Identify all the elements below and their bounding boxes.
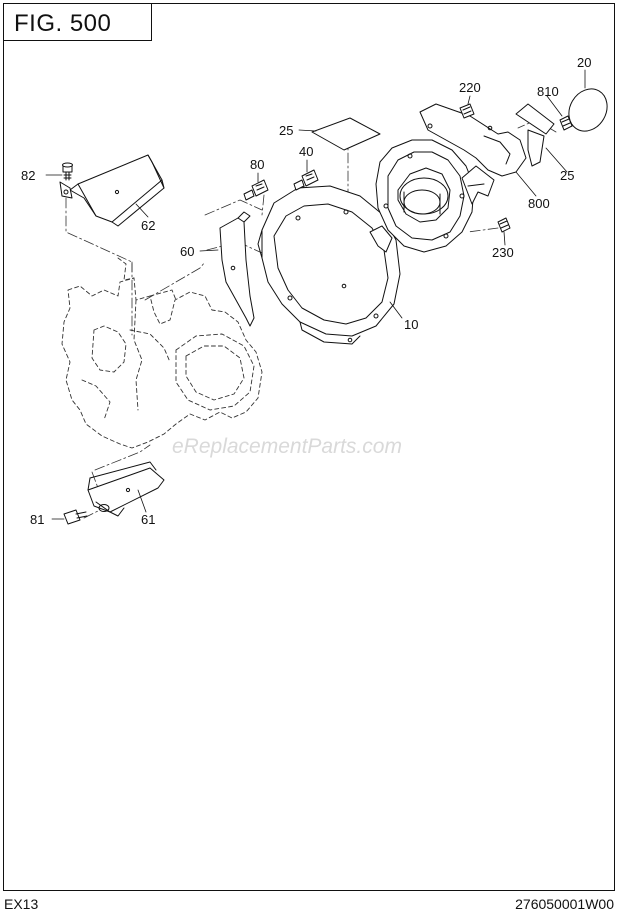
drawing-number: 276050001W00	[515, 896, 614, 912]
recoil-starter-assembly	[375, 103, 527, 253]
part-10-fan-housing	[257, 185, 401, 345]
callout-230: 230	[492, 245, 514, 260]
part-81-bolt	[63, 509, 88, 525]
callout-25-right: 25	[560, 168, 574, 183]
callout-82: 82	[21, 168, 35, 183]
callout-labels: 82 62 60 80 40 25 220 810 20 25 800 230 …	[21, 55, 591, 527]
callout-leader-lines	[45, 69, 586, 520]
part-40-bolt	[293, 169, 319, 191]
callout-80: 80	[250, 157, 264, 172]
figure-title-box: FIG. 500	[3, 3, 152, 41]
callout-61: 61	[141, 512, 155, 527]
callout-10: 10	[404, 317, 418, 332]
part-82-bolt	[62, 162, 73, 181]
callout-62: 62	[141, 218, 155, 233]
callout-81: 81	[30, 512, 44, 527]
watermark-text: eReplacementParts.com	[172, 435, 402, 458]
callout-40: 40	[299, 144, 313, 159]
part-810-bolt	[559, 115, 573, 131]
part-60-side-baffle	[219, 211, 255, 327]
callout-60: 60	[180, 244, 194, 259]
figure-title: FIG. 500	[14, 10, 112, 37]
part-62-upper-cover	[69, 154, 165, 227]
callout-20: 20	[577, 55, 591, 70]
part-80-bolt	[243, 179, 269, 201]
part-230-bolt	[497, 217, 511, 233]
part-25-label-right	[515, 103, 555, 167]
part-62-bracket-tab	[59, 181, 73, 199]
part-25-label-left	[311, 117, 381, 151]
model-number: EX13	[4, 896, 39, 912]
callout-800: 800	[528, 196, 550, 211]
callout-220: 220	[459, 80, 481, 95]
callout-810: 810	[537, 84, 559, 99]
callout-25-left: 25	[279, 123, 293, 138]
part-20-cap	[568, 88, 608, 132]
part-61-lower-cover	[87, 461, 165, 517]
part-220-bolt	[459, 103, 475, 119]
engine-block-outline	[61, 257, 263, 449]
diagram-frame	[3, 3, 615, 891]
